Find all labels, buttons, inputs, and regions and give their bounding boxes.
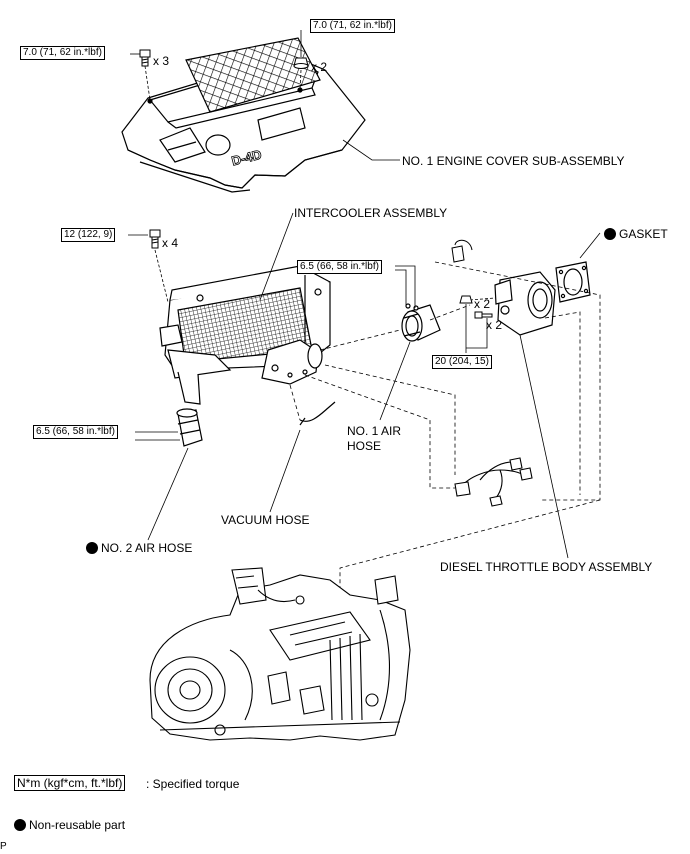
cover-nut-icon: [293, 57, 309, 69]
no2-air-hose-drawing: [176, 408, 203, 447]
throttle-torque: 20 (204, 15): [432, 355, 492, 369]
corner-mark: P: [0, 841, 7, 852]
vacuum-hose-label: VACUUM HOSE: [221, 513, 310, 527]
no1-hose-clamp-torque: 6.5 (66, 58 in.*lbf): [297, 260, 382, 274]
no1-air-hose-label-line2: HOSE: [347, 439, 382, 453]
wire-harness-drawing: [454, 457, 533, 507]
no1-air-hose-label-line1: NO. 1 AIR: [347, 424, 402, 438]
throttle-torque-leaders: [465, 304, 569, 559]
vacuum-hose-leaders: [269, 429, 301, 513]
cover-torque-leaders: [130, 30, 400, 161]
throttle-nut-qty: x 2: [474, 297, 491, 311]
throttle-body-label: DIESEL THROTTLE BODY ASSEMBLY: [440, 560, 653, 574]
no1-air-hose-drawing: [401, 303, 441, 342]
no2-hose-leaders: [135, 431, 189, 541]
throttle-connector-icon: [451, 239, 473, 263]
legend-non-reusable: Non-reusable part: [14, 818, 125, 832]
intercooler-bolt-torque: 12 (122, 9): [61, 228, 116, 242]
intercooler-drawing: [159, 265, 331, 405]
gasket-leader: [579, 232, 601, 259]
gasket-label: GASKET: [604, 227, 668, 241]
gasket-label-text: GASKET: [619, 227, 668, 241]
legend-torque-desc: : Specified torque: [146, 777, 240, 791]
engine-cover-drawing: [121, 37, 366, 193]
intercooler-leaders: [128, 212, 294, 301]
throttle-bolt-qty: x 2: [486, 318, 503, 332]
intercooler-label: INTERCOOLER ASSEMBLY: [294, 206, 448, 220]
vacuum-hose-drawing: [299, 401, 336, 426]
non-reusable-dot-icon: [86, 542, 98, 554]
alignment-dashes: [289, 261, 601, 590]
legend-torque-unit: N*m (kgf*cm, ft.*lbf): [14, 775, 126, 791]
cover-bolt-qty: x 3: [153, 54, 170, 68]
non-reusable-dot-icon: [604, 228, 616, 240]
gasket-drawing: [555, 261, 591, 303]
engine-block-drawing: [149, 567, 411, 741]
intercooler-bolt-dashes: [154, 249, 169, 303]
cover-nut-qty: x 2: [311, 60, 328, 74]
throttle-nut-icon: [459, 295, 473, 304]
cover-bolt-torque: 7.0 (71, 62 in.*lbf): [20, 46, 105, 60]
cover-nut-torque: 7.0 (71, 62 in.*lbf): [310, 19, 395, 33]
cover-leader-dashes: [144, 65, 302, 101]
no2-air-hose-label-text: NO. 2 AIR HOSE: [101, 541, 193, 555]
no2-air-hose-label: NO. 2 AIR HOSE: [86, 541, 192, 555]
cover-bolt-icon: [139, 49, 151, 67]
throttle-body-drawing: [469, 271, 556, 336]
throttle-bolt-icon: [474, 311, 493, 319]
no2-hose-clamp-torque: 6.5 (66, 58 in.*lbf): [33, 425, 118, 439]
intercooler-bolt-icon: [149, 229, 161, 249]
no1-hose-leaders: [379, 265, 416, 421]
engine-cover-label: NO. 1 ENGINE COVER SUB-ASSEMBLY: [402, 154, 625, 168]
legend-non-reusable-text: Non-reusable part: [29, 818, 126, 832]
intercooler-bolt-qty: x 4: [162, 236, 179, 250]
non-reusable-dot-icon: [14, 819, 26, 831]
